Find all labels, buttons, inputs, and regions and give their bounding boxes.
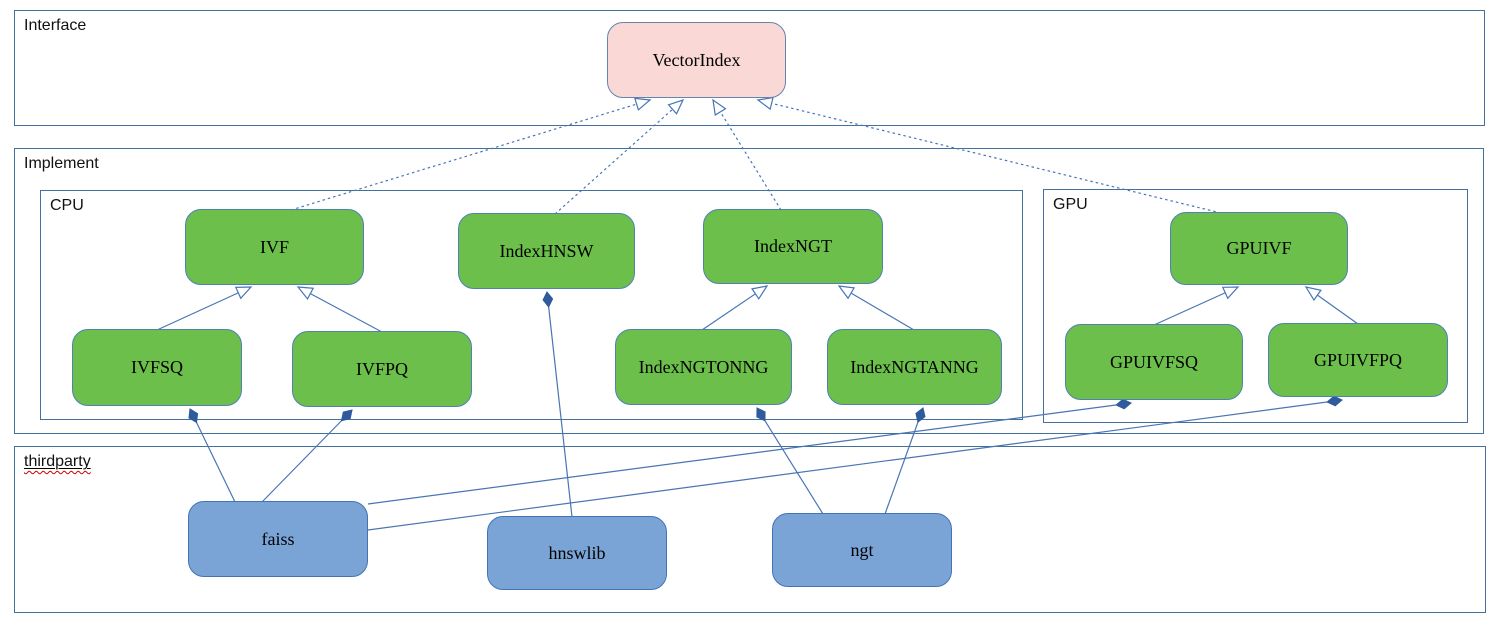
node-indexngt: IndexNGT	[703, 209, 883, 284]
node-indexngtonng: IndexNGTONNG	[615, 329, 792, 405]
node-ngt: ngt	[772, 513, 952, 587]
container-gpu-label: GPU	[1053, 196, 1088, 213]
node-ivfpq: IVFPQ	[292, 331, 472, 407]
node-faiss: faiss	[188, 501, 368, 577]
container-cpu-label: CPU	[50, 197, 84, 214]
node-gpuivfsq: GPUIVFSQ	[1065, 324, 1243, 400]
node-indexhnsw: IndexHNSW	[458, 213, 635, 289]
node-indexngtanng: IndexNGTANNG	[827, 329, 1002, 405]
node-hnswlib: hnswlib	[487, 516, 667, 590]
node-ivf: IVF	[185, 209, 364, 285]
container-implement-label: Implement	[24, 155, 99, 172]
container-thirdparty-label: thirdparty	[24, 453, 91, 470]
node-gpuivfpq: GPUIVFPQ	[1268, 323, 1448, 397]
node-vectorindex: VectorIndex	[607, 22, 786, 98]
container-interface-label: Interface	[24, 17, 87, 34]
node-gpuivf: GPUIVF	[1170, 212, 1348, 285]
node-ivfsq: IVFSQ	[72, 329, 242, 406]
